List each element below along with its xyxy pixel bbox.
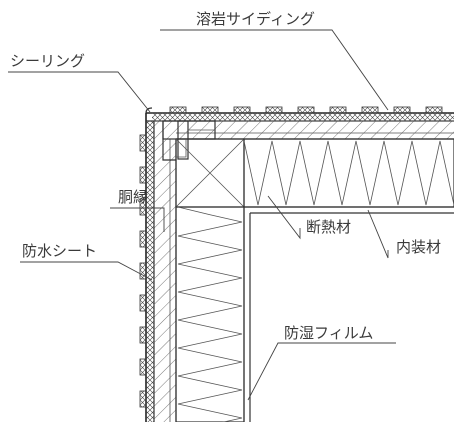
siding-left-texture bbox=[139, 134, 147, 408]
label-interior-material: 内装材 bbox=[396, 238, 441, 256]
label-furring: 胴縁 bbox=[118, 188, 148, 206]
label-waterproof-sheet: 防水シート bbox=[22, 242, 97, 260]
furring-layer bbox=[154, 120, 454, 422]
insulation-horizontal bbox=[243, 138, 454, 208]
siding-top-texture bbox=[169, 106, 443, 114]
label-insulation: 断熱材 bbox=[306, 218, 351, 236]
interior-finish bbox=[243, 206, 454, 422]
label-sealing: シーリング bbox=[10, 52, 85, 70]
leader-lines bbox=[8, 29, 396, 401]
label-lava-rock-siding: 溶岩サイディング bbox=[196, 10, 315, 28]
label-vapor-barrier-film: 防湿フィルム bbox=[284, 324, 373, 342]
corner-post bbox=[175, 138, 245, 208]
insulation-vertical bbox=[175, 206, 245, 422]
